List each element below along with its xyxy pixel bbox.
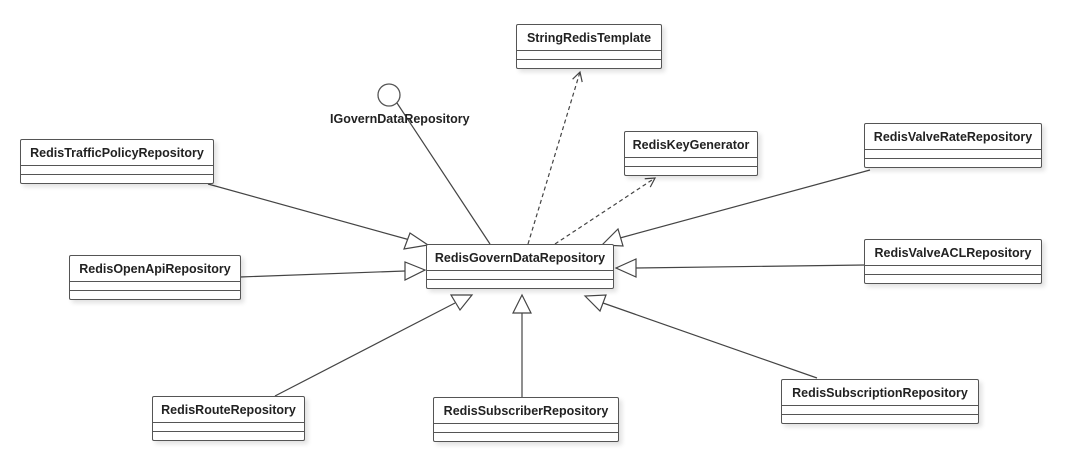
class-name: StringRedisTemplate xyxy=(517,25,661,51)
class-name: RedisGovernDataRepository xyxy=(427,245,613,271)
operations-compartment xyxy=(21,175,213,183)
class-box-valverate[interactable]: RedisValveRateRepository xyxy=(864,123,1042,168)
class-box-openapi[interactable]: RedisOpenApiRepository xyxy=(69,255,241,300)
class-box-rediskeygenerator[interactable]: RedisKeyGenerator xyxy=(624,131,758,176)
attributes-compartment xyxy=(865,150,1041,159)
attributes-compartment xyxy=(625,158,757,167)
generalization-subscription xyxy=(583,294,818,379)
operations-compartment xyxy=(70,291,240,299)
class-name: RedisTrafficPolicyRepository xyxy=(21,140,213,166)
class-name: RedisOpenApiRepository xyxy=(70,256,240,282)
interface-label: IGovernDataRepository xyxy=(330,112,470,126)
class-box-route[interactable]: RedisRouteRepository xyxy=(152,396,305,441)
class-name: RedisValveRateRepository xyxy=(865,124,1041,150)
class-box-valveacl[interactable]: RedisValveACLRepository xyxy=(864,239,1042,284)
dependency-to-rediskeygenerator xyxy=(554,177,657,245)
generalization-valverate xyxy=(600,169,871,247)
class-name: RedisRouteRepository xyxy=(153,397,304,423)
operations-compartment xyxy=(517,60,661,68)
class-box-central[interactable]: RedisGovernDataRepository xyxy=(426,244,614,289)
operations-compartment xyxy=(434,433,618,441)
attributes-compartment xyxy=(782,406,978,415)
dependency-to-stringredistemplate xyxy=(527,70,583,245)
attributes-compartment xyxy=(70,282,240,291)
attributes-compartment xyxy=(21,166,213,175)
generalization-openapi xyxy=(239,261,427,281)
class-name: RedisSubscriptionRepository xyxy=(782,380,978,406)
generalization-route xyxy=(274,294,474,397)
operations-compartment xyxy=(865,275,1041,283)
class-name: RedisSubscriberRepository xyxy=(434,398,618,424)
operations-compartment xyxy=(427,280,613,288)
operations-compartment xyxy=(153,432,304,440)
generalization-subscriber xyxy=(512,293,532,397)
attributes-compartment xyxy=(517,51,661,60)
attributes-compartment xyxy=(865,266,1041,275)
generalization-traffic xyxy=(207,183,430,250)
attributes-compartment xyxy=(427,271,613,280)
class-name: RedisKeyGenerator xyxy=(625,132,757,158)
operations-compartment xyxy=(782,415,978,423)
attributes-compartment xyxy=(153,423,304,432)
class-box-subscriber[interactable]: RedisSubscriberRepository xyxy=(433,397,619,442)
operations-compartment xyxy=(625,167,757,175)
interface-realization-line xyxy=(396,102,491,245)
attributes-compartment xyxy=(434,424,618,433)
class-box-trafficpolicy[interactable]: RedisTrafficPolicyRepository xyxy=(20,139,214,184)
class-box-subscription[interactable]: RedisSubscriptionRepository xyxy=(781,379,979,424)
interface-lollipop-icon xyxy=(377,83,401,107)
class-name: RedisValveACLRepository xyxy=(865,240,1041,266)
operations-compartment xyxy=(865,159,1041,167)
class-box-stringredistemplate[interactable]: StringRedisTemplate xyxy=(516,24,662,69)
generalization-valveacl xyxy=(614,258,866,278)
